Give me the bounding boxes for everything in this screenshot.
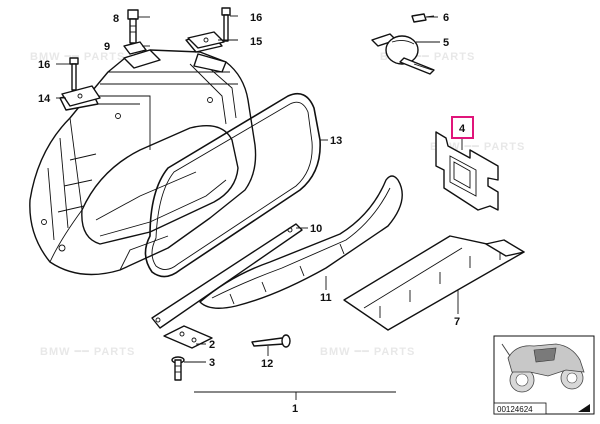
plate-part-2 bbox=[163, 325, 213, 349]
mat-part-7 bbox=[343, 235, 525, 331]
callout-16-top: 16 bbox=[250, 12, 262, 24]
bracket-part-15 bbox=[187, 31, 225, 49]
callout-9: 9 bbox=[104, 41, 110, 53]
rivet-part-3 bbox=[171, 356, 185, 381]
housing-part-1 bbox=[29, 33, 257, 276]
callout-3: 3 bbox=[209, 357, 215, 369]
sensor-part-5 bbox=[371, 33, 435, 75]
callout-12: 12 bbox=[261, 358, 273, 370]
trim-part-11 bbox=[199, 175, 403, 309]
callout-7: 7 bbox=[454, 316, 460, 328]
bolt-part-8 bbox=[127, 9, 139, 44]
callout-14: 14 bbox=[38, 93, 51, 105]
callout-2: 2 bbox=[209, 339, 215, 351]
callout-10: 10 bbox=[310, 223, 322, 235]
bracket-part-14 bbox=[61, 85, 101, 107]
svg-text:BMW ━━ PARTS: BMW ━━ PARTS bbox=[40, 346, 135, 358]
callout-11: 11 bbox=[320, 292, 332, 304]
callout-16-left: 16 bbox=[38, 59, 50, 71]
thumbnail-box: 00124624 bbox=[493, 335, 595, 415]
callout-8: 8 bbox=[113, 13, 119, 25]
svg-text:BMW ━━ PARTS: BMW ━━ PARTS bbox=[30, 51, 125, 63]
motorcycle-thumbnail-icon bbox=[501, 343, 585, 393]
callout-labels: 8 9 16 15 16 14 6 5 13 10 11 7 2 3 12 1 … bbox=[38, 12, 474, 415]
leader-lines bbox=[56, 15, 463, 400]
bracket-part-4 bbox=[435, 131, 499, 211]
seal-part-13 bbox=[144, 92, 321, 278]
callout-13: 13 bbox=[330, 135, 342, 147]
callout-4-highlight bbox=[451, 116, 474, 139]
corner-arrow-icon bbox=[578, 404, 590, 412]
callout-5: 5 bbox=[443, 37, 449, 49]
strap-part-10 bbox=[151, 223, 303, 329]
bolt-part-16-left bbox=[69, 57, 79, 91]
callout-15: 15 bbox=[250, 36, 262, 48]
callout-1: 1 bbox=[292, 403, 298, 415]
diagram-id: 00124624 bbox=[497, 405, 533, 414]
clip-part-9 bbox=[123, 41, 147, 55]
svg-text:BMW ━━ PARTS: BMW ━━ PARTS bbox=[320, 346, 415, 358]
screw-part-12 bbox=[251, 334, 291, 348]
screw-part-6 bbox=[411, 13, 435, 23]
callout-6: 6 bbox=[443, 12, 449, 24]
bolt-part-16-top bbox=[221, 7, 231, 42]
callout-4: 4 bbox=[459, 123, 466, 135]
